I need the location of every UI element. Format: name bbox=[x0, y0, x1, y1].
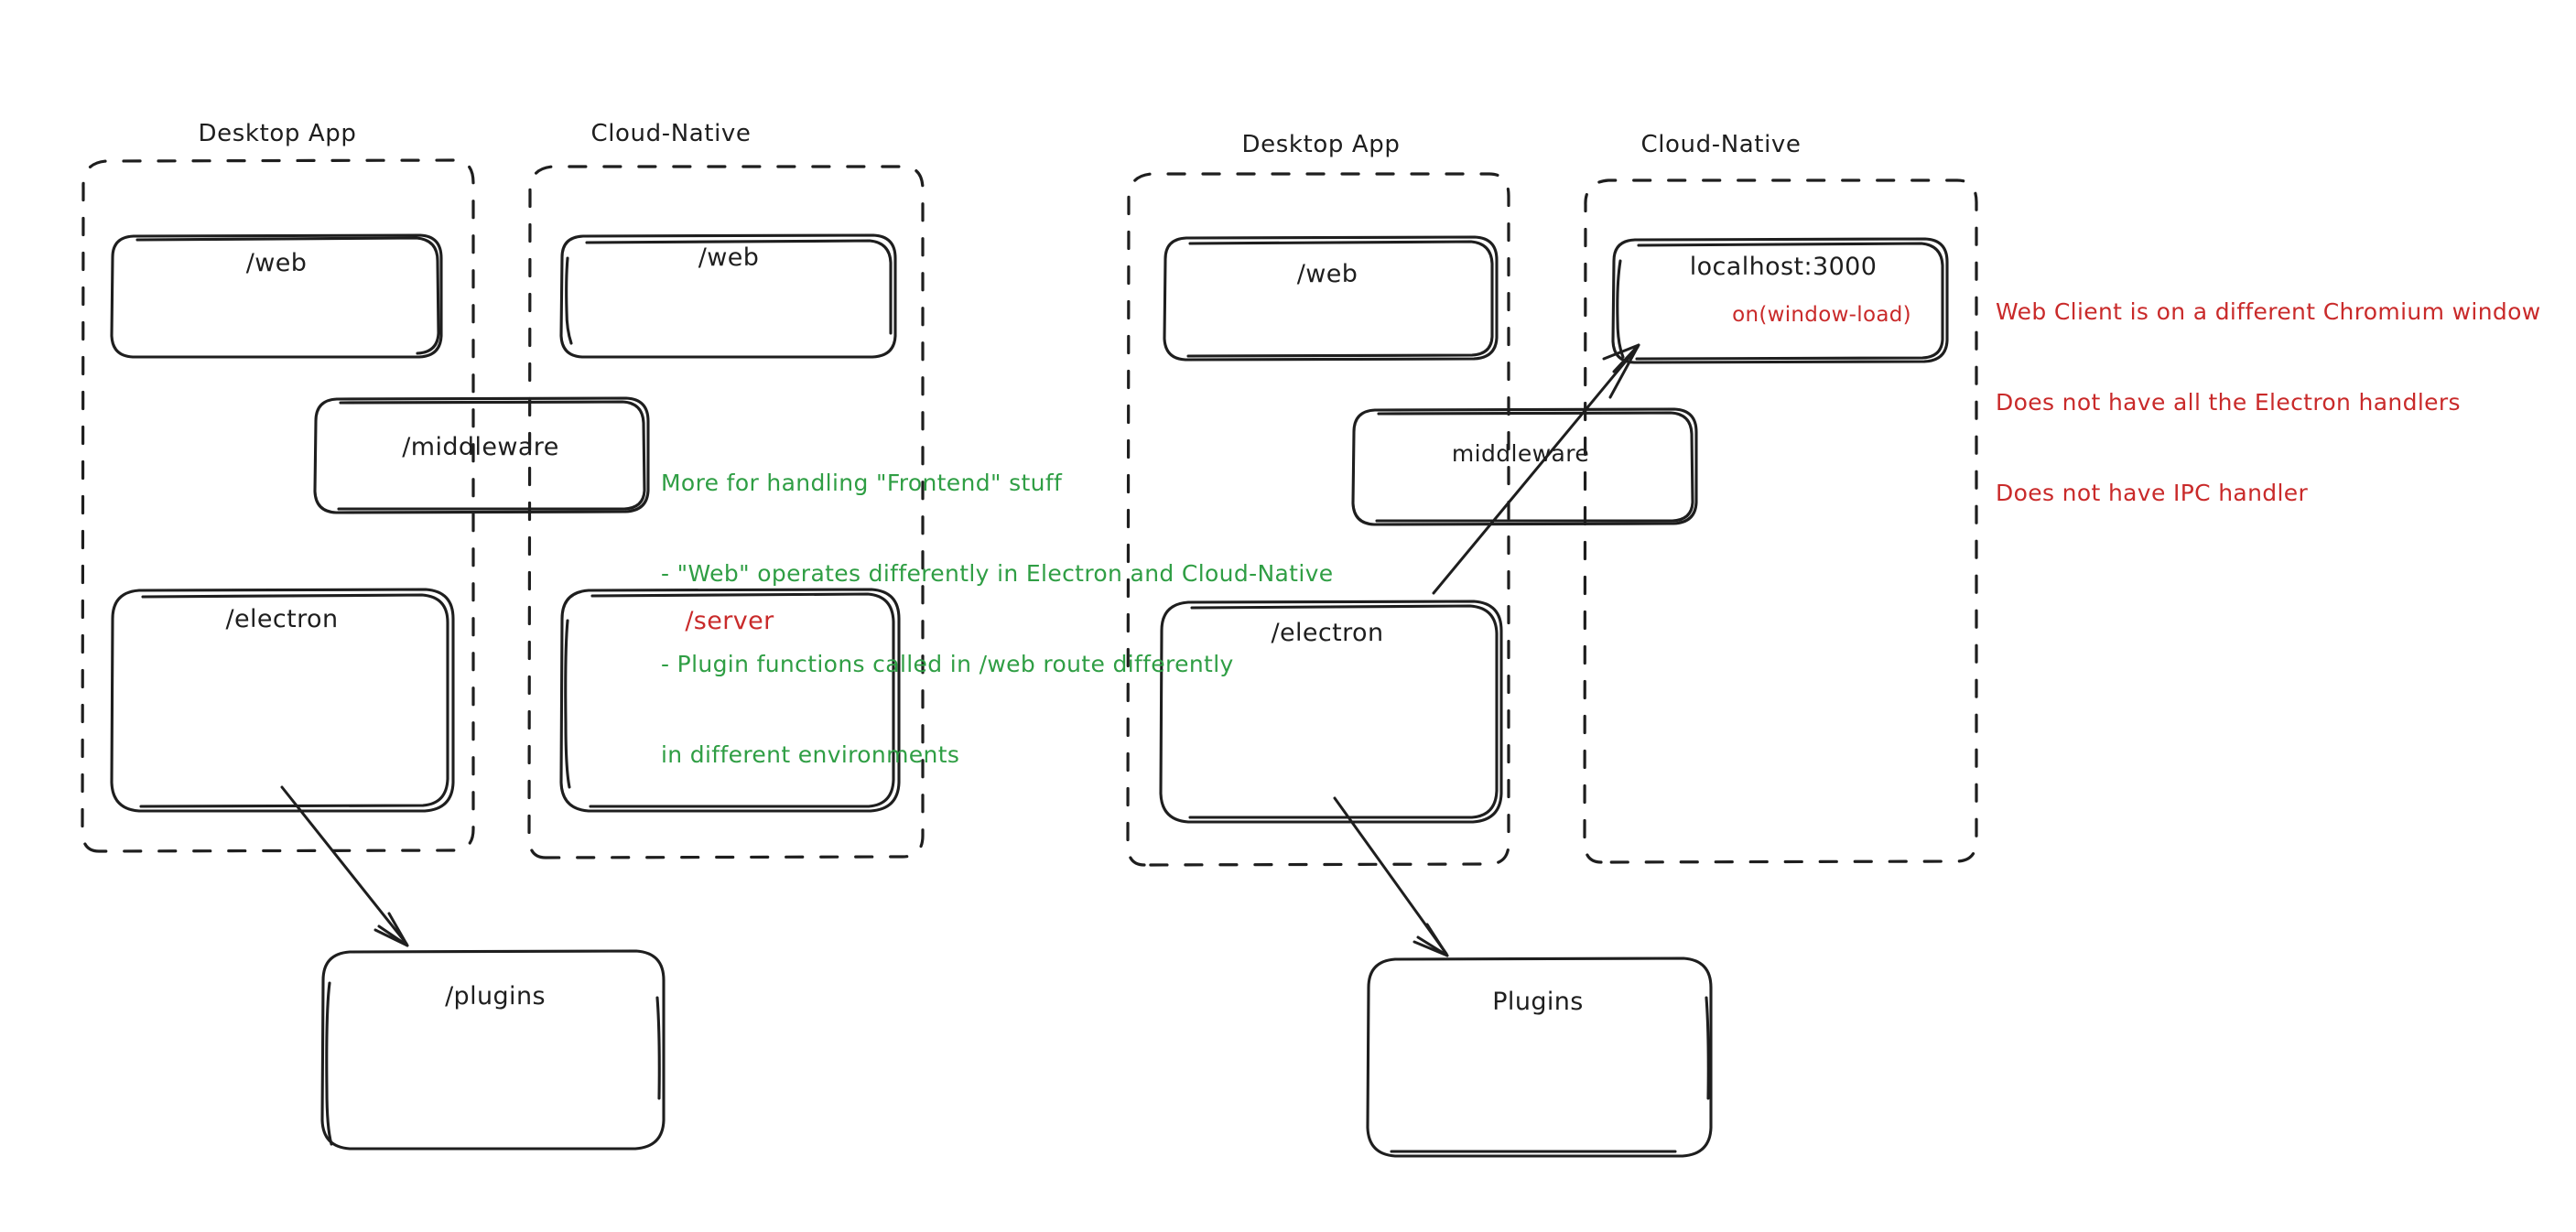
annotation-green-line-4: in different environments bbox=[661, 741, 960, 768]
group-title-left-cloud-native: Cloud-Native bbox=[590, 120, 752, 147]
annotation-red-web-client-note: Web Client is on a different Chromium wi… bbox=[1996, 236, 2541, 568]
box-label-left-electron: /electron bbox=[225, 605, 339, 633]
group-title-right-cloud-native: Cloud-Native bbox=[1640, 131, 1802, 158]
group-title-right-desktop-app: Desktop App bbox=[1241, 131, 1401, 158]
box-label-left-server: /server bbox=[685, 607, 774, 635]
box-label-right-localhost: localhost:3000 bbox=[1689, 253, 1878, 281]
box-label-left-plugins: /plugins bbox=[445, 982, 546, 1010]
annotation-green-frontend-note: More for handling "Frontend" stuff - "We… bbox=[661, 407, 1334, 830]
box-label-left-desktop-web: /web bbox=[245, 249, 308, 277]
annotation-red-line-1: Web Client is on a different Chromium wi… bbox=[1996, 298, 2541, 325]
box-label-right-middleware: middleware bbox=[1451, 440, 1590, 467]
box-label-right-electron: /electron bbox=[1271, 619, 1384, 647]
box-outline-right-desktop-web bbox=[1163, 235, 1499, 362]
box-label-right-desktop-web: /web bbox=[1296, 260, 1358, 288]
box-label-left-cloud-web: /web bbox=[698, 243, 760, 272]
annotation-green-line-3: - Plugin functions called in /web route … bbox=[661, 651, 1234, 677]
box-sublabel-right-on-window-load: on(window-load) bbox=[1732, 303, 1911, 327]
annotation-green-line-2: - "Web" operates differently in Electron… bbox=[661, 560, 1334, 587]
annotation-green-line-1: More for handling "Frontend" stuff bbox=[661, 470, 1063, 496]
box-label-right-plugins: Plugins bbox=[1492, 988, 1584, 1016]
arrow-right-electron-to-localhost bbox=[1432, 343, 1640, 595]
group-title-left-desktop-app: Desktop App bbox=[198, 120, 357, 147]
annotation-red-line-3: Does not have IPC handler bbox=[1996, 480, 2309, 506]
arrow-left-electron-to-plugins bbox=[280, 785, 409, 947]
arrow-right-electron-to-plugins bbox=[1333, 796, 1449, 957]
box-label-left-middleware: /middleware bbox=[402, 433, 559, 461]
annotation-red-line-2: Does not have all the Electron handlers bbox=[1996, 389, 2461, 416]
